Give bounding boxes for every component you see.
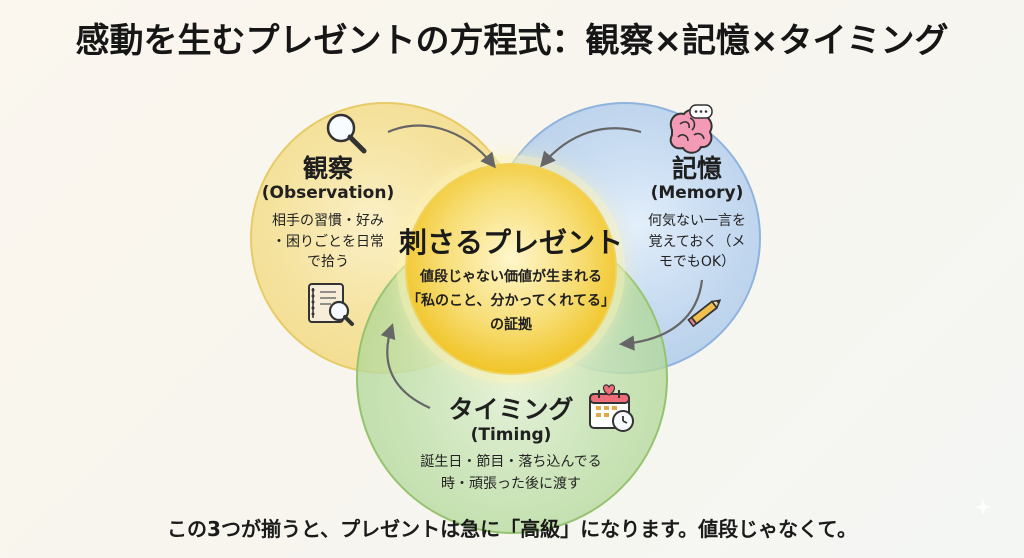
observation-heading: 観察: [303, 154, 354, 183]
sparkle-icon: [975, 499, 991, 515]
center-line-1: 値段じゃない価値が生まれる: [419, 268, 602, 285]
memory-to-center-arrow: [540, 127, 642, 168]
center-circle: [405, 163, 617, 375]
center-line-3: の証拠: [490, 316, 533, 333]
timing-heading: タイミング: [448, 395, 573, 424]
timing-to-observation-arrow: [380, 323, 431, 410]
memory-line-3: モでもOK）: [659, 254, 735, 270]
timing-subheading: (Timing): [471, 425, 552, 445]
notebook-magnifier-icon: [308, 283, 354, 326]
center-heading: 刺さるプレゼント: [399, 226, 623, 259]
pencil-icon: [687, 299, 722, 328]
calendar-clock-icon: [589, 384, 634, 432]
memory-to-timing-arrow: [618, 279, 704, 351]
observation-line-3: で拾う: [307, 254, 349, 270]
timing-line-2: 時・頑張った後に渡す: [441, 476, 581, 492]
observation-to-center-arrow: [387, 124, 496, 169]
observation-line-1: 相手の習慣・好み: [272, 212, 384, 229]
memory-line-1: 何気ない一言を: [648, 213, 746, 229]
page-title: 感動を生むプレゼントの方程式：観察×記憶×タイミング: [76, 21, 949, 61]
observation-subheading: (Observation): [262, 183, 394, 203]
memory-subheading: (Memory): [651, 183, 744, 203]
magnifier-icon: [326, 113, 367, 154]
footer-message: この3つが揃うと、プレゼントは急に「高級」になります。値段じゃなくて。: [167, 517, 857, 541]
observation-line-2: ・困りごとを日常: [272, 234, 384, 250]
memory-heading: 記憶: [672, 154, 722, 183]
timing-line-1: 誕生日・節目・落ち込んでる: [420, 453, 601, 470]
memory-line-2: 覚えておく（メ: [649, 234, 746, 250]
center-line-2: 「私のこと、分かってくれてる」: [407, 292, 615, 309]
brain-speech-icon: [669, 104, 713, 154]
